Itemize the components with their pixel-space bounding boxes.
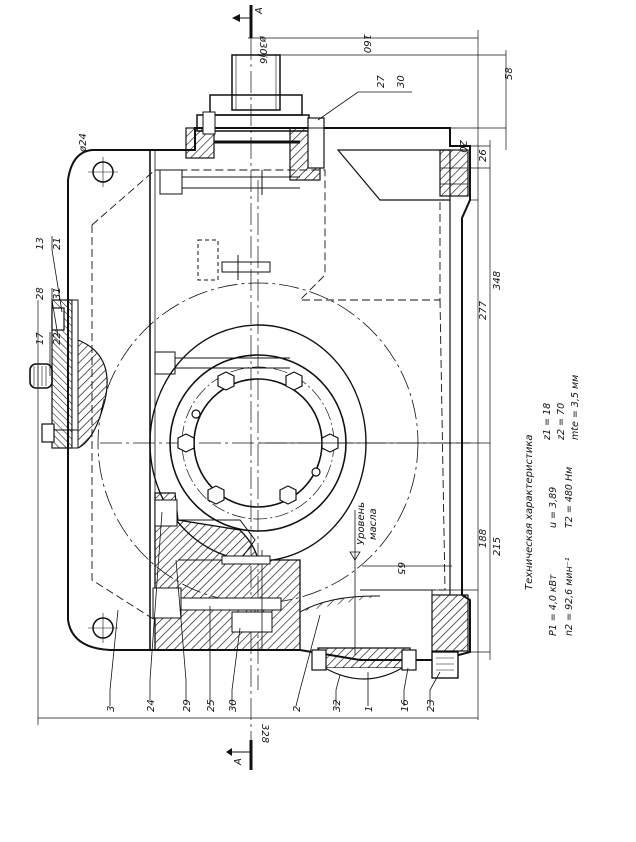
- section-letter-top: A: [254, 7, 265, 15]
- part-number-25: 25: [206, 699, 217, 712]
- dimension-215: 215: [492, 537, 503, 556]
- part-number-31: 31: [52, 287, 63, 300]
- lug-holes: [88, 157, 118, 643]
- input-shaft: [185, 54, 325, 181]
- leader-lines: [49, 91, 441, 707]
- part-number-21: 21: [52, 237, 63, 250]
- dimension-277: 277: [478, 300, 489, 320]
- oil-level-label-1: Уровень: [356, 502, 367, 545]
- part-number-1: 1: [364, 706, 375, 712]
- dimension-26: 26: [478, 149, 489, 162]
- part-number-32: 32: [332, 699, 343, 712]
- dimension-58: 58: [504, 67, 515, 80]
- part-number-30-top: 30: [396, 75, 407, 88]
- lower-section: [152, 492, 301, 651]
- part-number-29: 29: [182, 699, 193, 712]
- dimension-65: 65: [395, 562, 406, 575]
- part-number-22: 22: [52, 332, 63, 345]
- dimension-hole-diameter: ø24: [78, 133, 89, 153]
- part-number-labels: 27 30 13 21 28 31 17 22 3 24 29 25 30 2 …: [35, 75, 437, 712]
- part-number-13: 13: [35, 237, 46, 250]
- section-line: A A: [226, 5, 265, 770]
- dimension-20: 20: [457, 140, 468, 153]
- part-number-24: 24: [146, 699, 157, 712]
- technical-characteristics: Техническая характеристика P1 = 4,0 кВт …: [524, 375, 581, 636]
- left-cover: [29, 299, 108, 449]
- tech-z2: z2 = 70: [556, 403, 567, 441]
- tech-mte: mte = 3,5 мм: [570, 375, 581, 440]
- dimension-shaft-diameter: ø30j6: [257, 35, 268, 64]
- part-number-17: 17: [35, 332, 46, 345]
- tech-u: u = 3,89: [548, 487, 559, 528]
- dimension-lines: [37, 30, 507, 725]
- part-number-27: 27: [376, 75, 387, 88]
- tech-z1: z1 = 18: [542, 403, 553, 441]
- drain-plugs: [311, 647, 459, 680]
- tech-title: Техническая характеристика: [524, 434, 535, 590]
- section-letter-bottom: A: [233, 758, 244, 766]
- tech-p1: P1 = 4,0 кВт: [548, 574, 559, 636]
- tech-n2: n2 = 92,6 мин⁻¹: [564, 557, 575, 636]
- part-number-28: 28: [35, 287, 46, 300]
- tech-t2: T2 = 480 Нм: [564, 467, 575, 528]
- part-number-2: 2: [292, 706, 303, 712]
- part-number-3: 3: [106, 706, 117, 712]
- part-number-23: 23: [426, 699, 437, 712]
- dimension-160: 160: [361, 34, 372, 53]
- dimension-188: 188: [478, 529, 489, 548]
- dimension-328: 328: [259, 724, 270, 743]
- dimension-labels: 160 58 20 26 348 277 188 215 65 328 ø30j…: [78, 34, 515, 743]
- part-number-30-bottom: 30: [228, 699, 239, 712]
- part-number-16: 16: [400, 699, 411, 712]
- oil-level-label-2: масла: [368, 508, 379, 540]
- dimension-348: 348: [492, 271, 503, 290]
- oil-level-indicator: Уровень масла: [349, 502, 379, 655]
- bolts-upper: [154, 169, 300, 375]
